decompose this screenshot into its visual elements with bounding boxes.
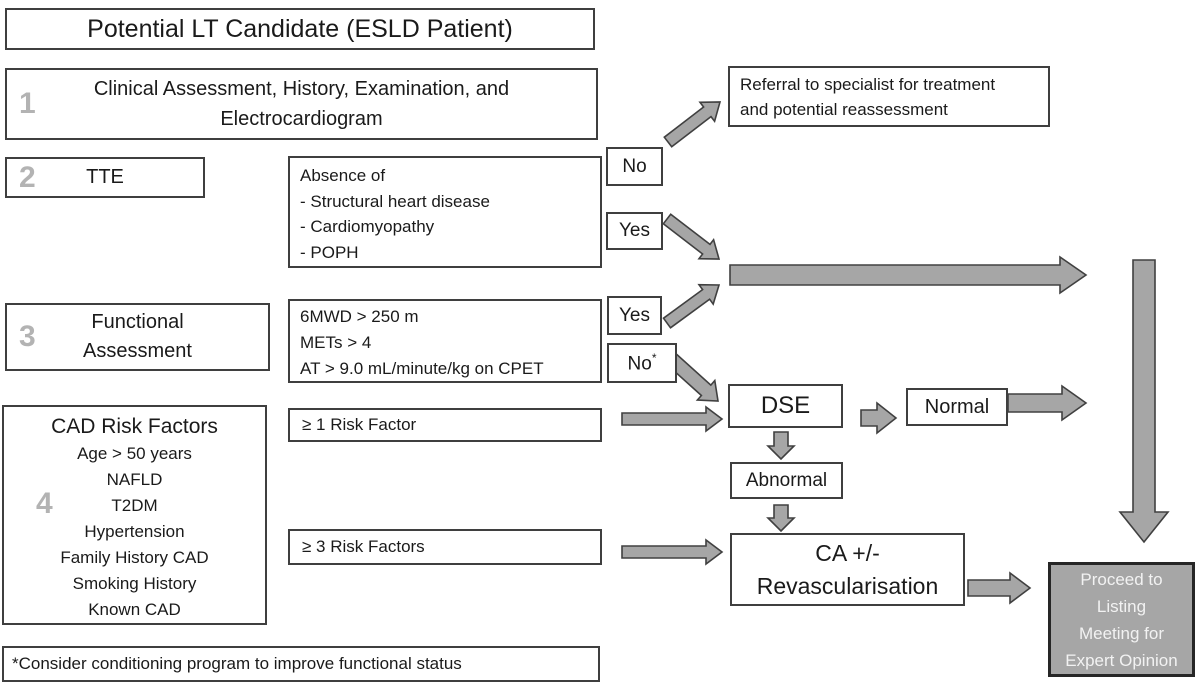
dse-box: DSE [728, 384, 843, 428]
cad-risk-item: Age > 50 years [77, 444, 192, 463]
step2-tte-box: 2 TTE [5, 157, 205, 198]
ge3-risk-factors-box: ≥ 3 Risk Factors [288, 529, 602, 565]
tte-no-decision-box: No [606, 147, 663, 186]
arrow-abnormal-to-ca-icon [766, 504, 796, 533]
footnote-box: *Consider conditioning program to improv… [2, 646, 600, 682]
proceed-line: Expert Opinion [1065, 650, 1178, 670]
step3-number: 3 [19, 320, 36, 353]
proceed-line: Proceed to [1080, 569, 1163, 589]
ge1-risk-factor-box: ≥ 1 Risk Factor [288, 408, 602, 442]
tte-criteria-heading: Absence of [300, 166, 386, 185]
arrow-tte-yes-to-merge-icon [662, 213, 721, 260]
ge3-risk-factors-label: ≥ 3 Risk Factors [302, 537, 425, 556]
arrow-down-to-listing-icon [1118, 259, 1170, 544]
referral-box: Referral to specialist for treatment and… [728, 66, 1050, 127]
proceed-line: Meeting for [1078, 623, 1165, 643]
tte-yes-label: Yes [619, 220, 650, 241]
proceed-line: Listing [1096, 596, 1147, 616]
arrow-normal-to-proceed-icon [1007, 384, 1088, 422]
dse-abnormal-box: Abnormal [730, 462, 843, 499]
ge1-risk-factor-label: ≥ 1 Risk Factor [302, 415, 417, 434]
functional-no-label: No* [627, 350, 657, 375]
proceed-to-listing-box: Proceed to Listing Meeting for Expert Op… [1048, 562, 1195, 677]
tte-criteria-item: - Structural heart disease [300, 191, 490, 211]
functional-yes-label: Yes [619, 304, 650, 326]
referral-line1: Referral to specialist for treatment [740, 75, 996, 94]
cad-risk-title: CAD Risk Factors [51, 415, 218, 438]
tte-yes-decision-box: Yes [606, 212, 663, 250]
functional-yes-decision-box: Yes [607, 296, 662, 335]
functional-no-decision-box: No* [607, 343, 677, 383]
cad-risk-item: Hypertension [84, 522, 185, 541]
step1-label-line1: Clinical Assessment, History, Examinatio… [93, 78, 510, 100]
footnote-text: *Consider conditioning program to improv… [12, 654, 462, 673]
tte-no-label: No [622, 155, 647, 177]
ca-line1: CA +/- [815, 539, 880, 566]
arrow-no-to-referral-icon [663, 101, 722, 148]
tte-criteria-item: - POPH [300, 242, 359, 262]
arrow-dse-to-normal-icon [860, 401, 898, 435]
step1-number: 1 [19, 87, 36, 120]
step4-cad-risk-factors-box: 4 CAD Risk Factors Age > 50 years NAFLD … [2, 405, 267, 625]
functional-criteria-box: 6MWD > 250 m METs > 4 AT > 9.0 mL/minute… [288, 299, 602, 383]
functional-criteria-item: AT > 9.0 mL/minute/kg on CPET [300, 359, 544, 378]
step2-label: TTE [86, 166, 124, 188]
tte-criteria-item: - Cardiomyopathy [300, 217, 435, 236]
ca-line2: Revascularisation [756, 572, 939, 599]
cad-risk-item: T2DM [111, 496, 158, 515]
cad-risk-item: Smoking History [72, 574, 197, 593]
dse-label: DSE [760, 392, 811, 419]
cad-risk-item: Known CAD [88, 600, 181, 619]
title-box: Potential LT Candidate (ESLD Patient) [5, 8, 595, 50]
arrow-risk1-to-dse-icon [621, 405, 724, 433]
page-title: Potential LT Candidate (ESLD Patient) [87, 14, 513, 43]
step3-label-line2: Assessment [83, 340, 192, 362]
step4-number: 4 [36, 487, 53, 521]
step1-label-line2: Electrocardiogram [220, 108, 383, 130]
step3-functional-assessment-box: 3 Functional Assessment [5, 303, 270, 371]
arrow-merged-to-proceed-icon [729, 255, 1088, 295]
functional-criteria-item: METs > 4 [300, 333, 372, 352]
dse-abnormal-label: Abnormal [745, 469, 828, 491]
referral-line2: and potential reassessment [740, 100, 948, 119]
step2-number: 2 [19, 160, 36, 194]
tte-criteria-box: Absence of - Structural heart disease - … [288, 156, 602, 268]
dse-normal-box: Normal [906, 388, 1008, 426]
dse-normal-label: Normal [924, 395, 990, 418]
ca-revascularisation-box: CA +/- Revascularisation [730, 533, 965, 606]
arrow-dse-to-abnormal-icon [766, 431, 796, 461]
step3-label-line1: Functional [91, 311, 184, 333]
cad-risk-item: Family History CAD [60, 548, 209, 567]
functional-criteria-item: 6MWD > 250 m [300, 307, 419, 326]
arrow-risk3-to-ca-icon [621, 538, 724, 566]
footnote-marker: * [651, 350, 657, 365]
cad-risk-item: NAFLD [106, 470, 163, 489]
arrow-ca-to-proceed-icon [967, 571, 1032, 605]
arrow-func-yes-to-merge-icon [662, 283, 721, 329]
step1-clinical-assessment-box: 1 Clinical Assessment, History, Examinat… [5, 68, 598, 140]
